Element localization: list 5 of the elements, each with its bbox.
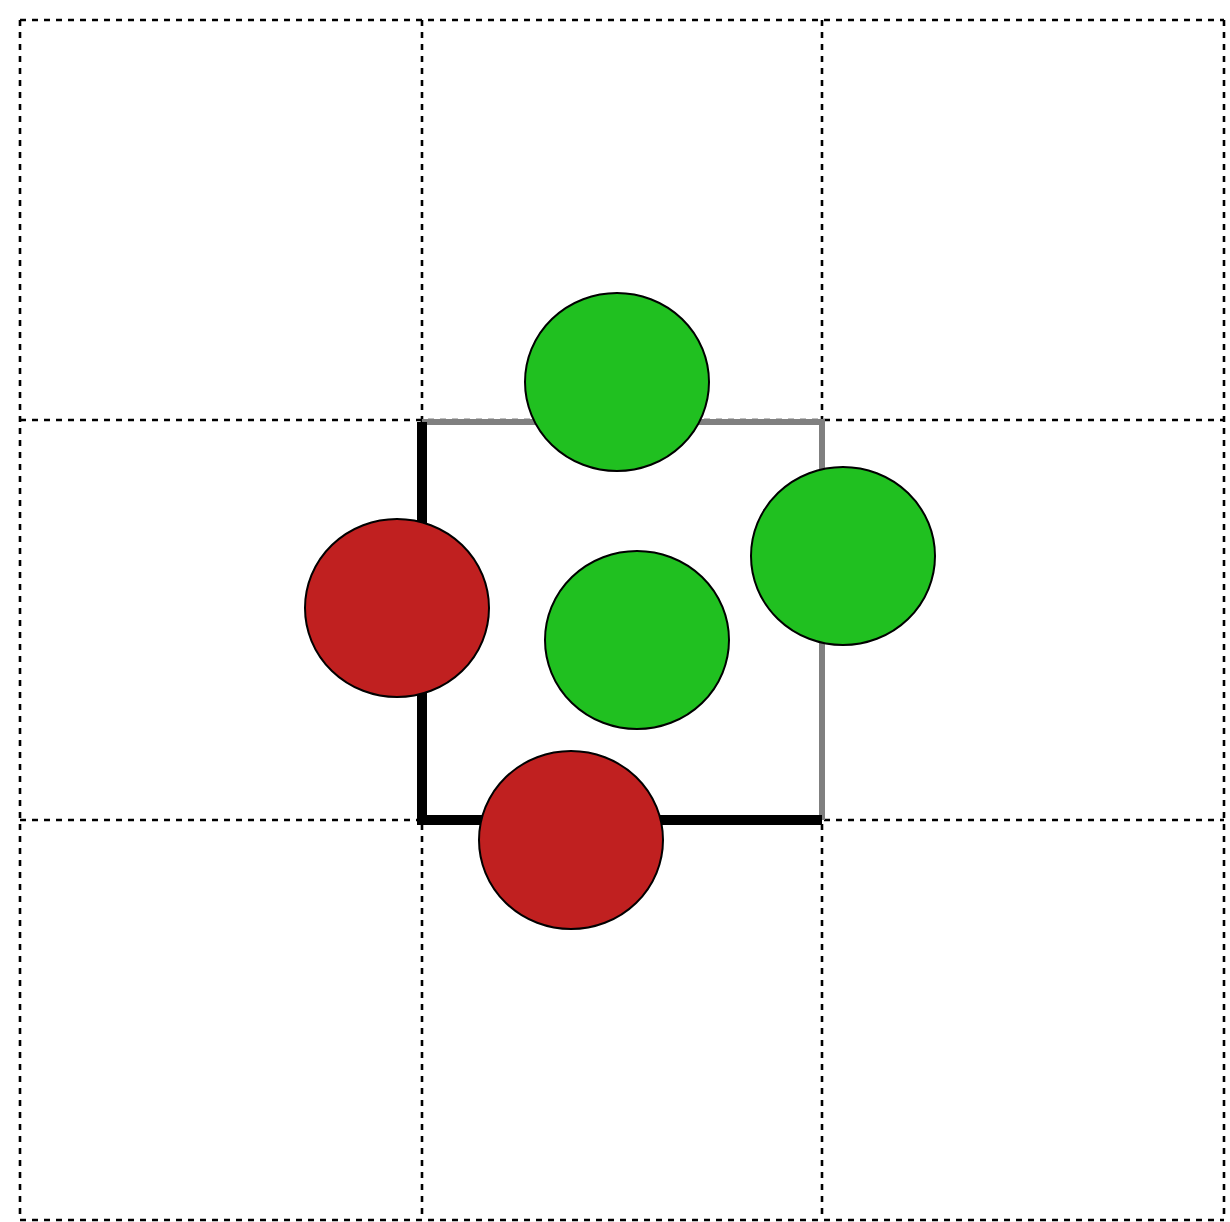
circle: [750, 466, 936, 646]
circle: [544, 550, 730, 730]
circle: [524, 292, 710, 472]
circle: [478, 750, 664, 930]
circle: [304, 518, 490, 698]
